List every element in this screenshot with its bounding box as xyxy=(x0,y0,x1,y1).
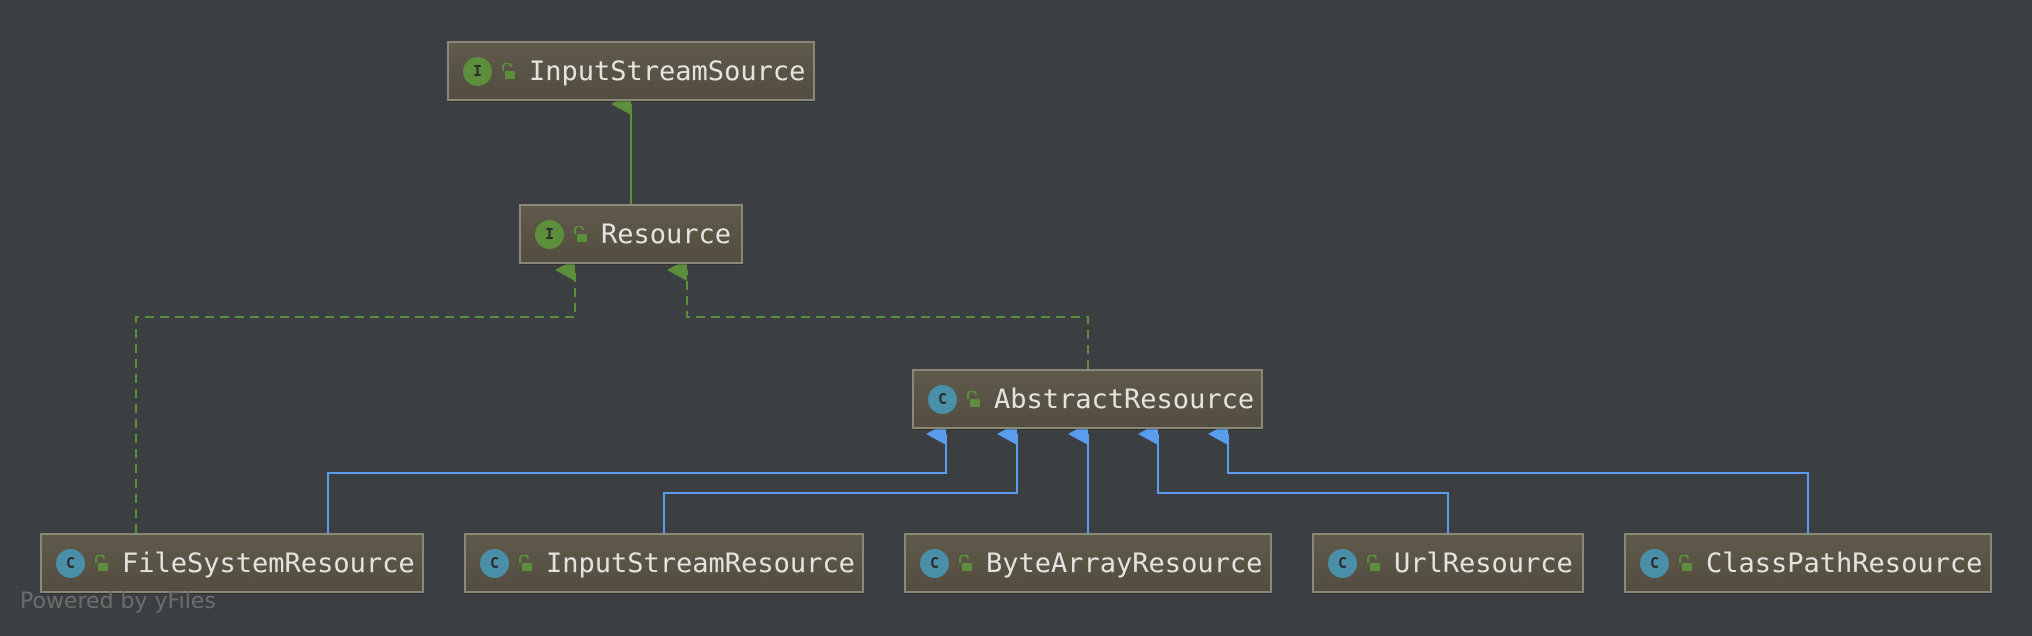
edge-filesystemresource-to-abstractresource xyxy=(327,423,947,533)
edge-abstractresource-to-resource xyxy=(667,259,1089,369)
powered-by-footer: Powered by yFiles xyxy=(20,589,216,614)
node-label: AbstractResource xyxy=(994,383,1255,415)
class-icon: C xyxy=(56,548,85,578)
interface-icon: I xyxy=(463,56,492,86)
node-label: Resource xyxy=(601,218,732,250)
node-classpathresource[interactable]: C ClassPathResource xyxy=(1624,533,1992,593)
public-access-icon xyxy=(967,390,980,407)
node-inputstreamsource[interactable]: I InputStreamSource xyxy=(447,41,815,101)
node-label: InputStreamResource xyxy=(546,547,855,579)
node-label: FileSystemResource xyxy=(122,547,415,579)
public-access-icon xyxy=(519,554,532,571)
node-filesystemresource[interactable]: C FileSystemResource xyxy=(40,533,424,593)
class-icon: C xyxy=(1640,548,1669,578)
public-access-icon xyxy=(959,554,972,571)
node-inputstreamresource[interactable]: C InputStreamResource xyxy=(464,533,864,593)
node-resource[interactable]: I Resource xyxy=(519,204,743,264)
edge-inputstreamresource-to-abstractresource xyxy=(663,423,1018,533)
edge-classpathresource-to-abstractresource xyxy=(1208,423,1809,533)
public-access-icon xyxy=(1679,554,1692,571)
class-icon: C xyxy=(920,548,949,578)
public-access-icon xyxy=(1367,554,1380,571)
interface-icon: I xyxy=(535,219,564,249)
public-access-icon xyxy=(95,554,108,571)
abstract-class-icon: C xyxy=(928,384,957,414)
node-abstractresource[interactable]: C AbstractResource xyxy=(912,369,1263,429)
node-label: InputStreamSource xyxy=(529,55,806,87)
edge-filesystemresource-to-resource xyxy=(135,259,576,533)
edge-urlresource-to-abstractresource xyxy=(1138,423,1449,533)
node-label: UrlResource xyxy=(1394,547,1573,579)
public-access-icon xyxy=(502,62,515,79)
node-bytearrayresource[interactable]: C ByteArrayResource xyxy=(904,533,1272,593)
class-icon: C xyxy=(480,548,509,578)
class-icon: C xyxy=(1328,548,1357,578)
node-label: ClassPathResource xyxy=(1706,547,1983,579)
node-label: ByteArrayResource xyxy=(986,547,1263,579)
public-access-icon xyxy=(574,225,587,242)
node-urlresource[interactable]: C UrlResource xyxy=(1312,533,1584,593)
